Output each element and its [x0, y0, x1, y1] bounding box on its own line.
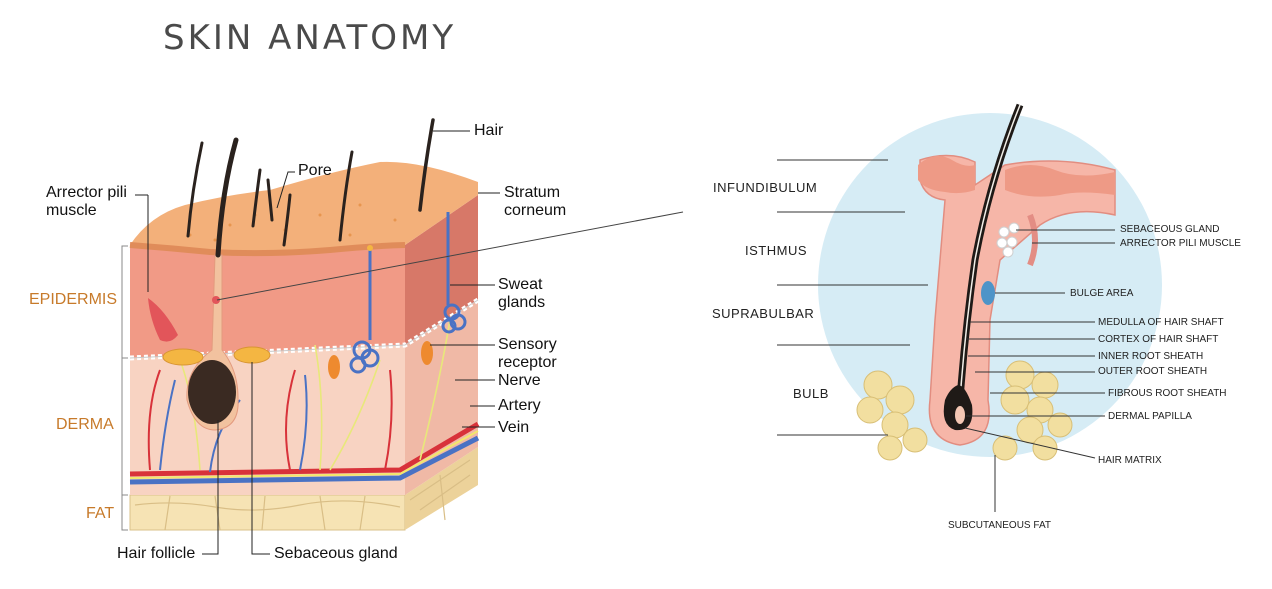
label-sensory-receptor: Sensory receptor — [498, 336, 557, 371]
label-outer-root-sheath: OUTER ROOT SHEATH — [1098, 366, 1208, 377]
epidermis-layer — [130, 245, 405, 358]
skin-surface — [130, 161, 478, 254]
region-suprabulbar: SUPRABULBAR — [712, 306, 815, 321]
label-arrector-pili-detail: ARRECTOR PILI MUSCLE — [1120, 238, 1241, 249]
layer-derma: DERMA — [56, 416, 114, 433]
label-sebaceous-gland: Sebaceous gland — [274, 545, 398, 562]
sensory-receptor-2 — [421, 341, 433, 365]
follicle-sheath — [919, 154, 1116, 446]
label-hair-follicle: Hair follicle — [117, 545, 196, 562]
hair-strand-main — [215, 137, 239, 258]
arrector-pili-muscle — [148, 298, 178, 342]
bulge-area — [981, 281, 995, 305]
label-sweat-glands: Sweat glands — [498, 276, 546, 311]
skin-cross-section — [121, 118, 684, 555]
layer-bracket — [121, 245, 128, 531]
sebaceous-gland-left — [162, 348, 204, 366]
artery-vessel — [129, 421, 480, 477]
region-lines — [777, 159, 928, 436]
fat-layer — [129, 494, 406, 531]
label-stratum-corneum: Stratum corneum — [504, 184, 567, 219]
label-arrector-pili: Arrector pili muscle — [46, 184, 127, 219]
sebaceous-gland-right — [233, 346, 271, 364]
label-medulla: MEDULLA OF HAIR SHAFT — [1098, 317, 1224, 328]
dermal-papilla — [955, 406, 965, 424]
hair-bulb — [188, 360, 236, 424]
label-hair: Hair — [474, 122, 504, 139]
leader-lines-left — [135, 130, 500, 555]
region-infundibulum: INFUNDIBULUM — [713, 180, 818, 195]
label-sebaceous-gland-detail: SEBACEOUS GLAND — [1120, 224, 1220, 235]
label-dermal-papilla: DERMAL PAPILLA — [1108, 411, 1192, 422]
page-title: SKIN ANATOMY — [163, 18, 457, 58]
subcutaneous-fat-cells — [856, 360, 1073, 461]
layer-epidermis: EPIDERMIS — [29, 291, 118, 308]
label-artery: Artery — [498, 397, 541, 414]
leader-lines-right — [964, 229, 1115, 512]
vein-vessel — [129, 435, 480, 485]
label-fibrous-root-sheath: FIBROUS ROOT SHEATH — [1108, 388, 1227, 399]
label-hair-matrix: HAIR MATRIX — [1098, 455, 1162, 466]
label-pore: Pore — [298, 162, 332, 179]
sensory-receptor-1 — [328, 355, 340, 379]
follicle-detail — [777, 103, 1162, 512]
arrector-pili-muscle-detail — [1027, 213, 1038, 267]
region-isthmus: ISTHMUS — [745, 243, 807, 258]
layer-fat: FAT — [86, 505, 115, 522]
label-bulge-area: BULGE AREA — [1070, 288, 1134, 299]
label-subcutaneous-fat: SUBCUTANEOUS FAT — [948, 520, 1051, 531]
label-vein: Vein — [498, 419, 530, 436]
label-cortex: CORTEX OF HAIR SHAFT — [1098, 334, 1219, 345]
label-inner-root-sheath: INNER ROOT SHEATH — [1098, 351, 1204, 362]
label-nerve: Nerve — [498, 372, 541, 389]
region-bulb: BULB — [793, 386, 829, 401]
connector-line — [216, 211, 684, 301]
